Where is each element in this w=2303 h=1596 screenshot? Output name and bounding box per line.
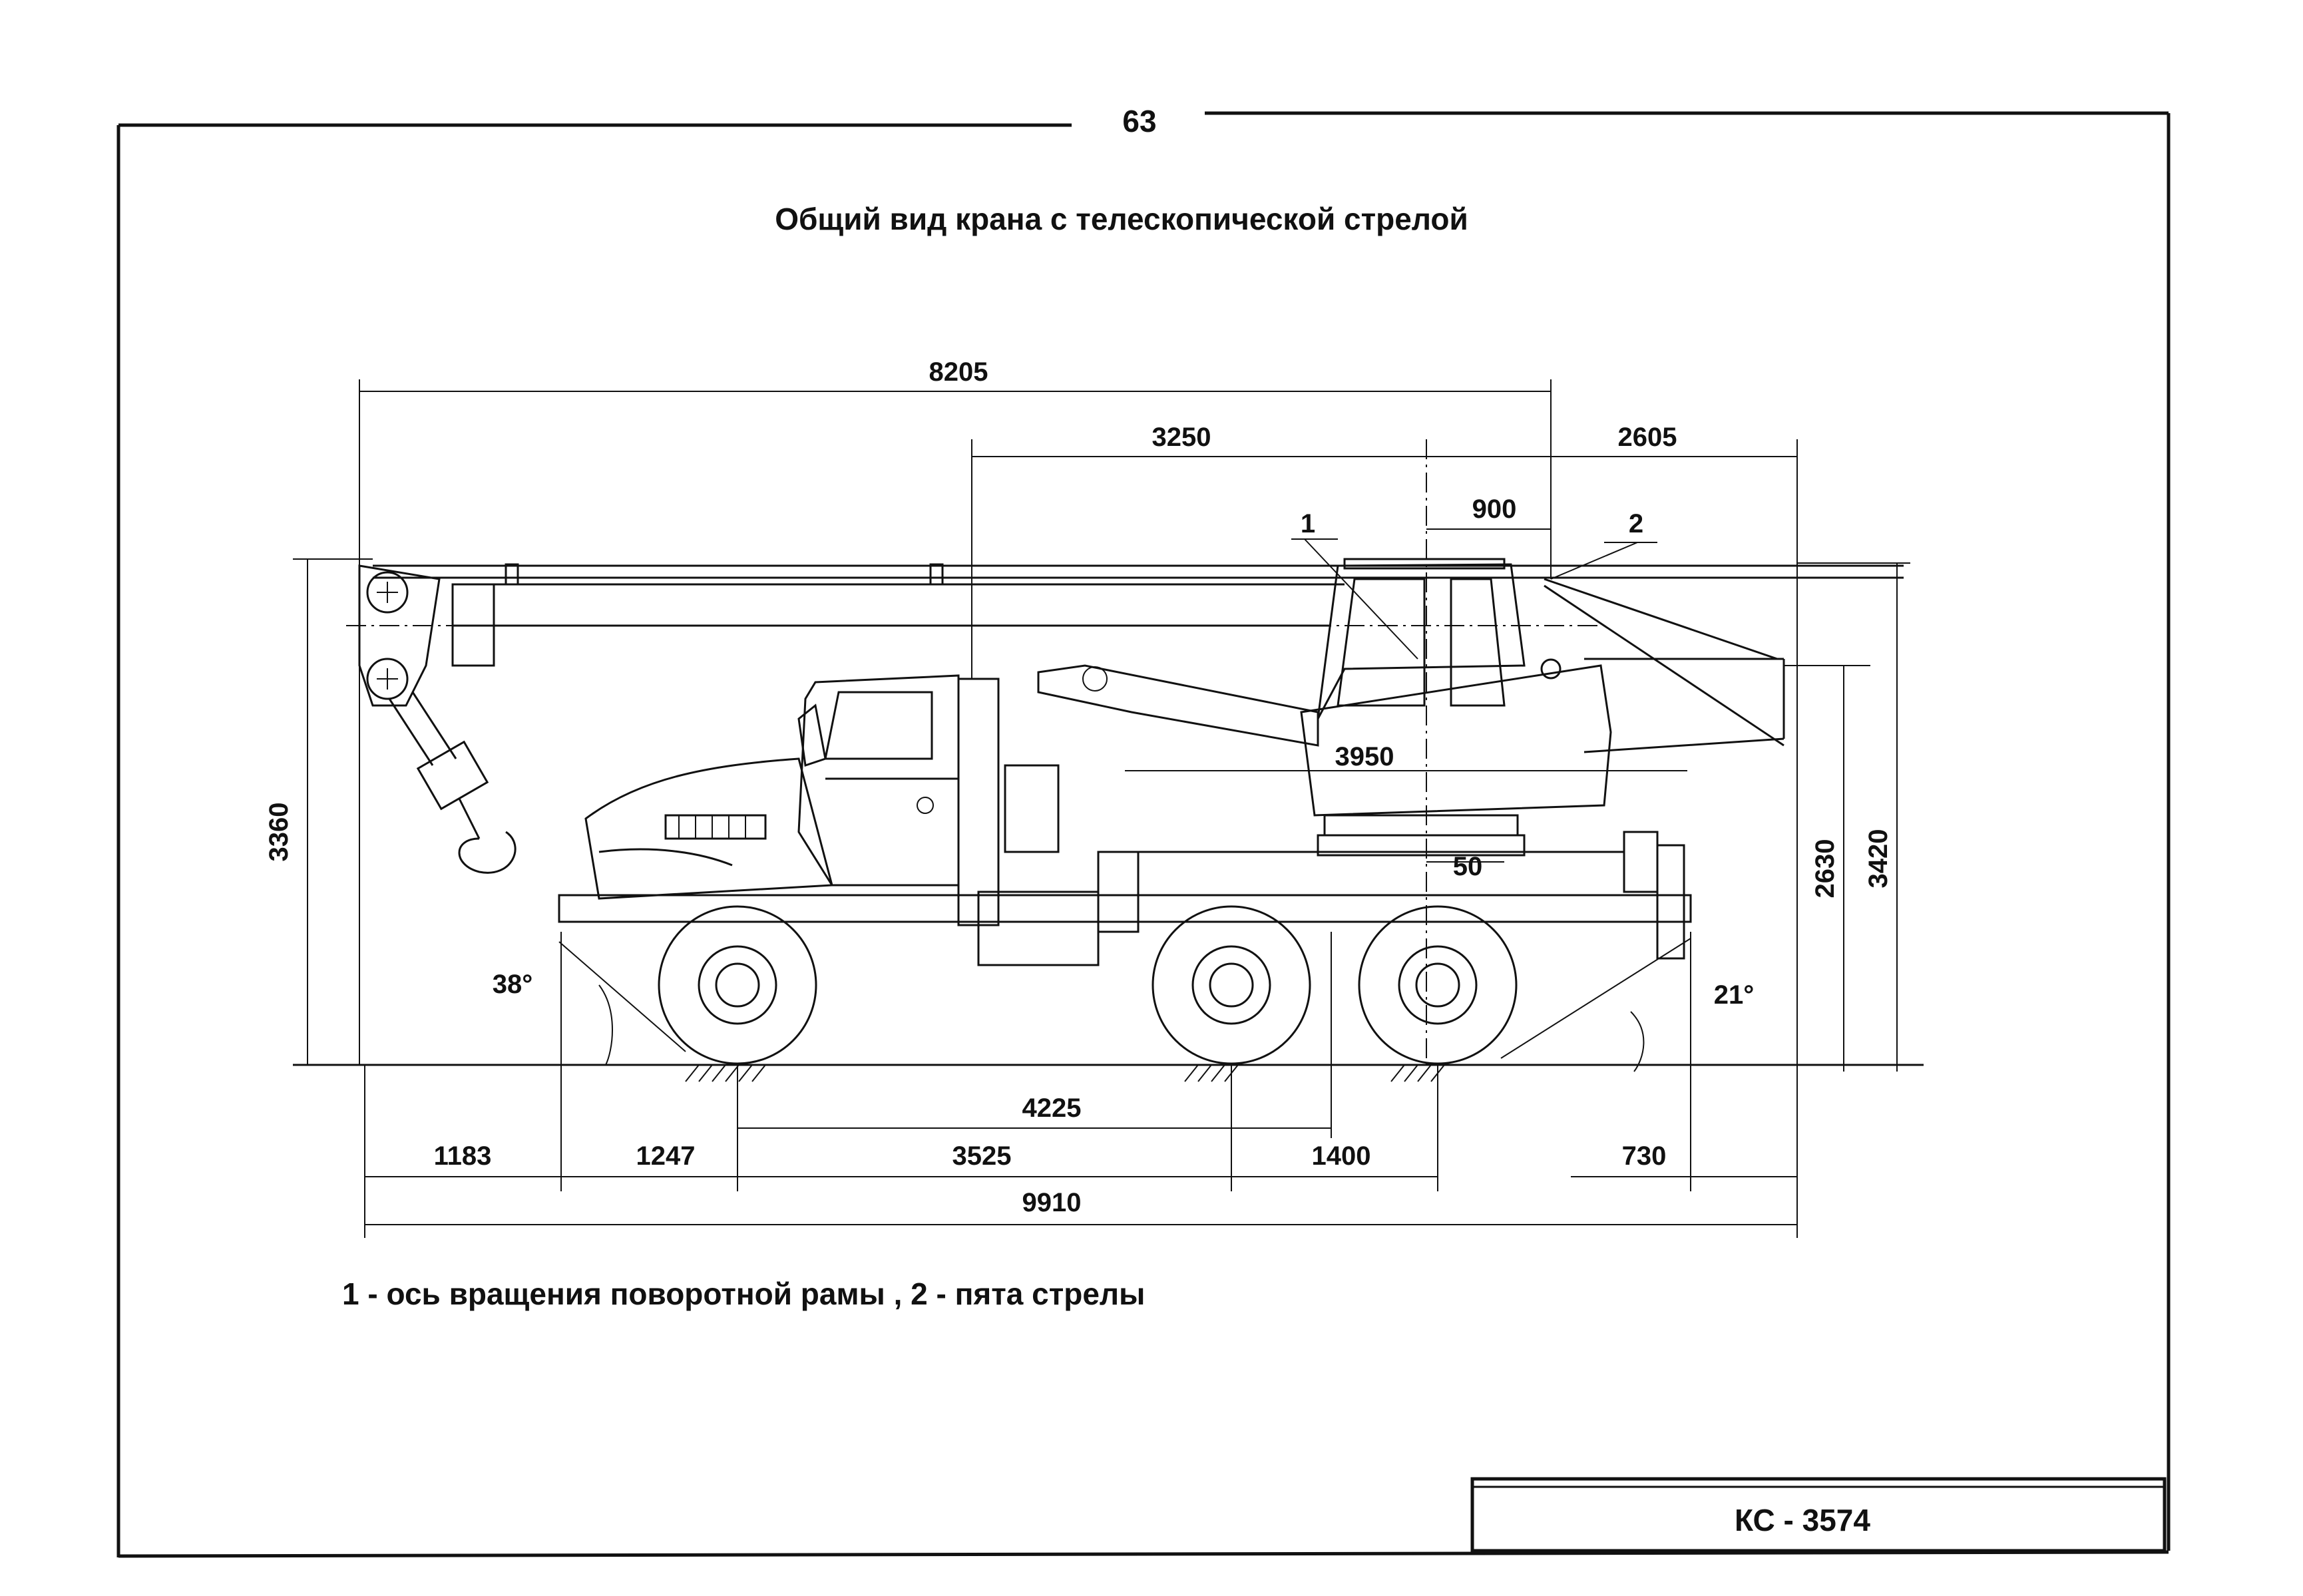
dim-axle-to-bogie: 4225 (1022, 1094, 1082, 1123)
dim-bogie: 1400 (1312, 1141, 1371, 1171)
dim-front-to-axis: 3250 (1152, 423, 1211, 452)
angle-departure: 21° (1714, 980, 1755, 1010)
middle-wheel (1152, 905, 1311, 1065)
dim-rear-outrigger: 730 (1622, 1141, 1667, 1171)
luffing-cylinder (1037, 664, 1319, 747)
legend-text: 1 - ось вращения поворотной рамы , 2 - п… (342, 1277, 1145, 1311)
dim-height-total: 3420 (1864, 829, 1893, 889)
truck-hood (584, 757, 833, 900)
chassis-frame (558, 678, 1692, 966)
top-dimensions (359, 379, 1798, 1065)
dim-height-cabin: 2630 (1810, 839, 1840, 898)
dim-front-to-axle: 1247 (636, 1141, 696, 1171)
dim-wheelbase-front: 3525 (952, 1141, 1012, 1171)
dim-small-offset: 50 (1453, 852, 1483, 881)
callout-2: 2 (1629, 509, 1643, 538)
crane-cabin (1317, 558, 1526, 719)
telescopic-boom (373, 563, 1904, 753)
dim-height-boom: 3360 (264, 803, 294, 862)
model-box (1470, 1477, 2167, 1553)
angle-approach: 38° (493, 970, 533, 999)
angle-lines (558, 938, 1691, 1072)
dim-overall-length: 9910 (1022, 1188, 1082, 1217)
hook-block (388, 692, 517, 874)
dim-front-overhang: 1183 (434, 1141, 492, 1171)
bottom-dimensions (364, 666, 1798, 1238)
page-title: Общий вид крана с телескопической стрело… (775, 202, 1468, 236)
dim-turntable-width: 3950 (1335, 742, 1394, 771)
truck-cab (797, 674, 960, 887)
dim-overall-reach: 8205 (929, 357, 988, 387)
dim-rear-overhang: 2605 (1618, 423, 1677, 452)
side-dimensions (293, 558, 1910, 1072)
ground-hatching (685, 1064, 1445, 1082)
dim-axis-to-heel: 900 (1472, 495, 1517, 524)
callout-1: 1 (1301, 509, 1315, 538)
model-label: КС - 3574 (1735, 1503, 1870, 1537)
callout-2-leader (1550, 542, 1638, 580)
front-wheel (658, 905, 817, 1065)
turntable (1300, 658, 1612, 857)
callout-1-leader (1304, 538, 1418, 660)
page-number: 63 (1122, 104, 1156, 138)
page-frame (116, 111, 2171, 1558)
rear-wheel (1358, 905, 1518, 1065)
boom-head (358, 564, 441, 707)
